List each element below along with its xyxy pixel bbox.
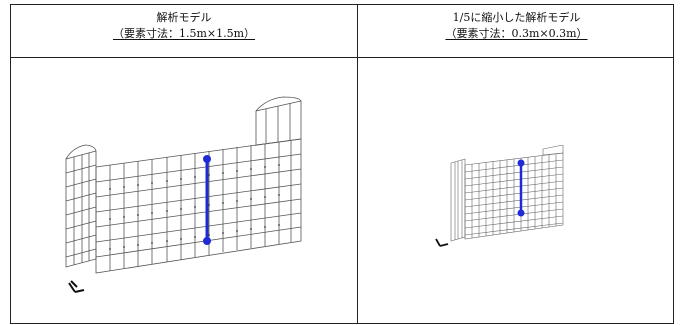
column-divider (357, 5, 358, 323)
axis-indicator-icon (68, 280, 85, 293)
left-header-title: 解析モデル (156, 11, 212, 24)
left-column-header: 解析モデル （要素寸法：1.5m×1.5m） (11, 5, 357, 57)
scaled-axis-indicator-icon (435, 238, 449, 247)
highlight-section-line (203, 155, 211, 245)
analysis-model-drawing (65, 96, 302, 293)
scaled-highlight-section-line (517, 159, 525, 217)
scaled-model-drawing (435, 145, 564, 247)
left-header-subtitle: （要素寸法：1.5m×1.5m） (112, 27, 256, 40)
right-column-header: 1/5に縮小した解析モデル （要素寸法：0.3m×0.3m） (358, 5, 675, 57)
model-comparison-table: 解析モデル （要素寸法：1.5m×1.5m） 1/5に縮小した解析モデル （要素… (10, 4, 674, 324)
right-header-title: 1/5に縮小した解析モデル (452, 11, 581, 24)
header-divider (11, 57, 673, 58)
right-header-subtitle: （要素寸法：0.3m×0.3m） (445, 27, 588, 40)
